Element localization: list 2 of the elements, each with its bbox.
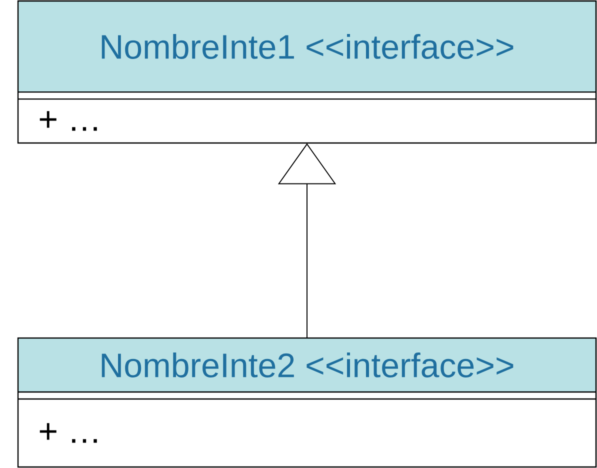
class-box: NombreInte1 <<interface>> + …	[17, 0, 597, 144]
class-box: NombreInte2 <<interface>> + …	[17, 337, 597, 468]
